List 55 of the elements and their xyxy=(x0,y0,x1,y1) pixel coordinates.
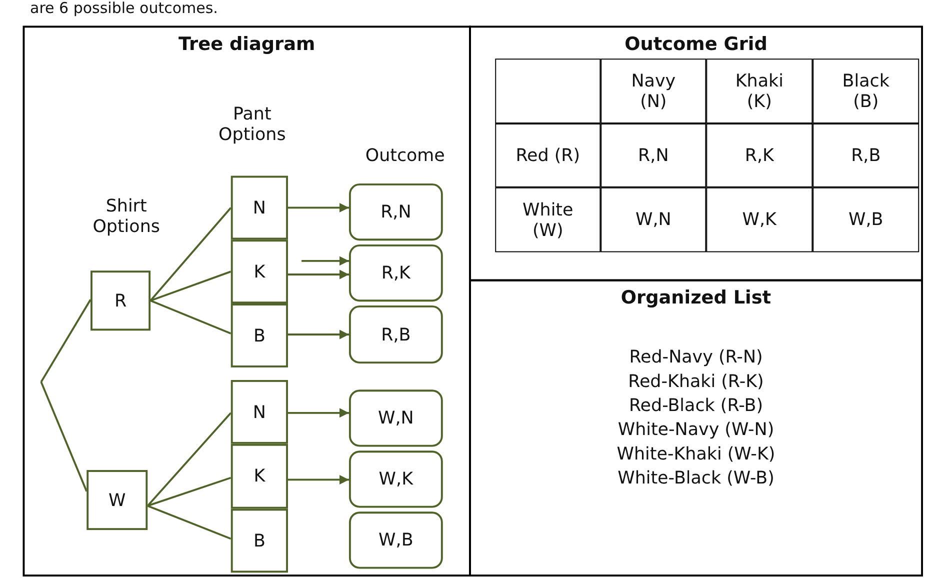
arrow xyxy=(302,256,349,266)
section-heading: Tree diagram xyxy=(178,33,316,55)
list-item: White-Navy (W-N) xyxy=(616,418,776,442)
grid-cell: W,K xyxy=(706,187,813,252)
list-item: Red-Khaki (R-K) xyxy=(627,370,765,394)
list-item: White-Khaki (W-K) xyxy=(616,442,776,466)
list-item: White-Black (W-B) xyxy=(616,467,776,490)
intro-text: are 6 possible outcomes. xyxy=(30,0,218,17)
outcome-box: W,K xyxy=(348,450,443,508)
shirt-option-box: R xyxy=(90,270,151,331)
arrow xyxy=(288,330,349,340)
pant-option-box: B xyxy=(230,508,288,573)
branch-line xyxy=(150,300,232,334)
branch-line xyxy=(147,504,232,540)
outcome-box: W,N xyxy=(348,390,443,447)
pant-option-box: B xyxy=(230,304,288,368)
grid-cell: R,N xyxy=(600,123,706,188)
pant-option-box: K xyxy=(230,444,288,509)
grid-cell: White (W) xyxy=(495,187,601,252)
panel xyxy=(469,279,923,576)
grid-cell: Red (R) xyxy=(495,123,601,188)
outcome-box: R,B xyxy=(348,305,443,364)
panel xyxy=(22,26,471,576)
outcome-box: W,B xyxy=(348,512,443,569)
arrow xyxy=(288,408,349,418)
arrow xyxy=(288,202,349,213)
column-heading: Shirt Options xyxy=(92,196,161,237)
grid-cell: W,N xyxy=(600,187,706,252)
grid-cell: Black (B) xyxy=(812,58,920,124)
grid-cell: R,B xyxy=(812,123,920,188)
branch-line xyxy=(40,299,92,382)
list-item: Red-Black (R-B) xyxy=(628,394,764,418)
section-heading: Organized List xyxy=(620,287,772,308)
outcome-box: R,N xyxy=(348,184,443,241)
pant-option-box: K xyxy=(230,240,288,304)
pant-option-box: N xyxy=(230,176,288,240)
section-heading: Outcome Grid xyxy=(624,33,768,55)
grid-cell: Navy (N) xyxy=(600,58,706,124)
grid-cell: Khaki (K) xyxy=(706,58,813,124)
branch-line xyxy=(147,476,232,507)
branch-line xyxy=(150,207,232,302)
column-heading: Pant Options xyxy=(218,104,287,145)
grid-cell: R,K xyxy=(706,123,813,188)
grid-cell: W,B xyxy=(812,187,920,252)
shirt-option-box: W xyxy=(86,470,148,530)
arrow xyxy=(288,474,349,485)
outcome-box: R,K xyxy=(348,244,443,302)
panel xyxy=(469,26,923,282)
branch-line xyxy=(40,382,88,492)
list-item: Red-Navy (R-N) xyxy=(628,346,764,370)
arrow xyxy=(288,270,349,280)
pant-option-box: N xyxy=(230,380,288,444)
branch-line xyxy=(150,270,232,302)
column-heading: Outcome xyxy=(364,146,446,166)
branch-line xyxy=(146,412,232,506)
